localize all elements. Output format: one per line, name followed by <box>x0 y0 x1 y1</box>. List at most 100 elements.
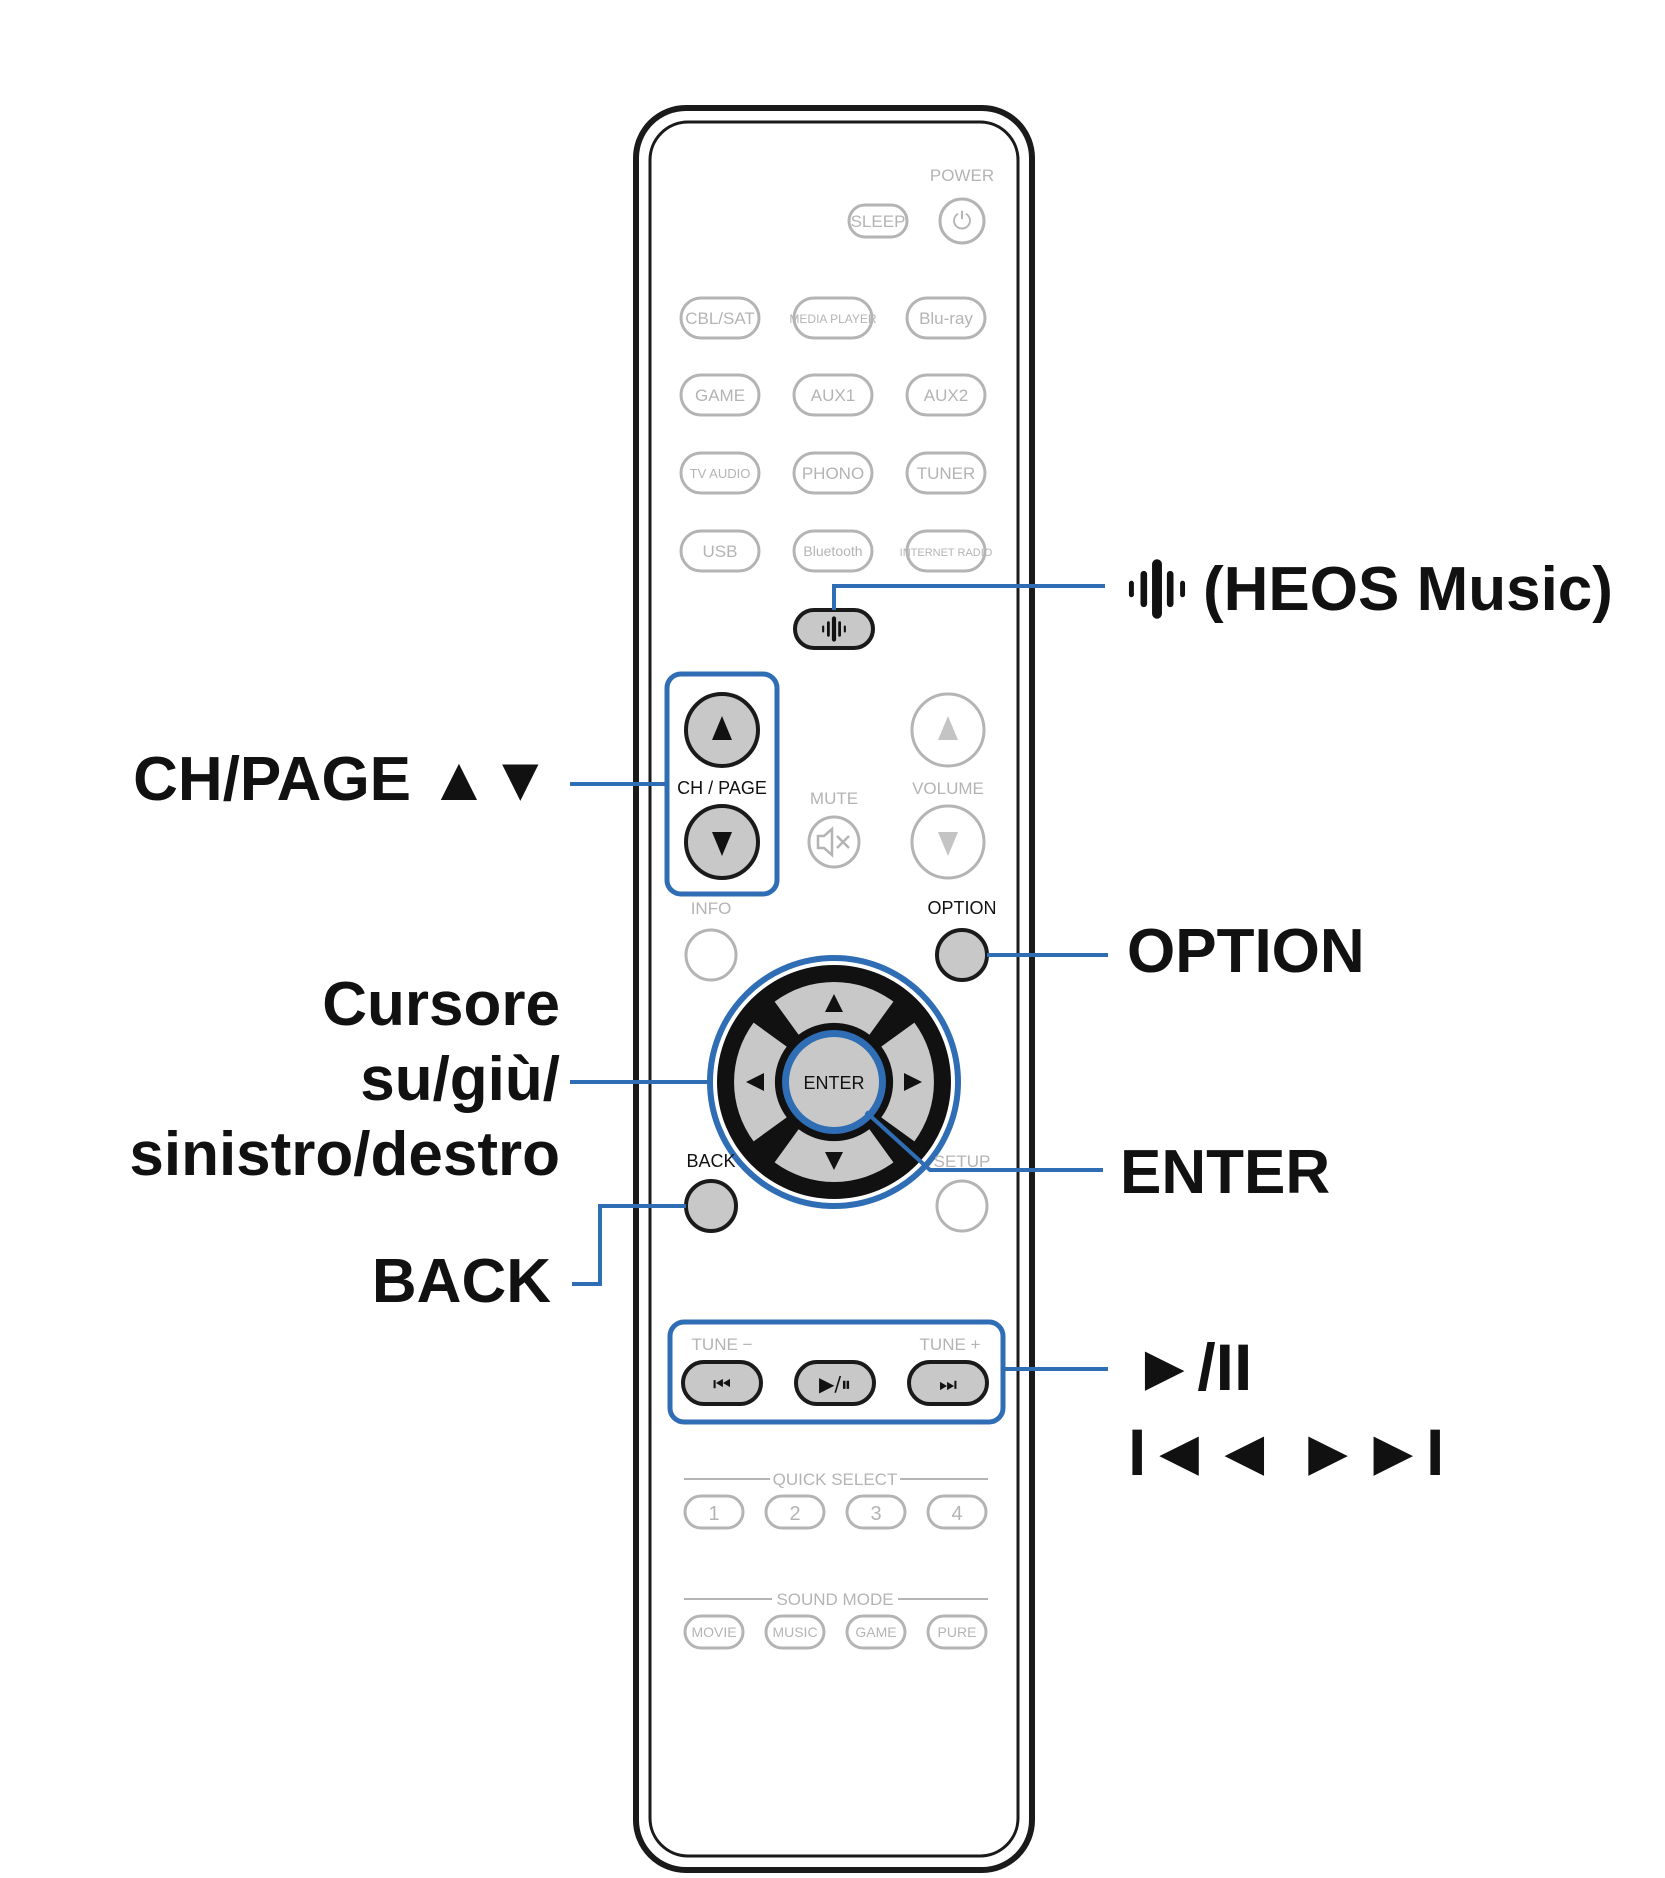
tune-minus-label: TUNE − <box>692 1335 753 1354</box>
arrow-right-icon <box>904 1073 922 1091</box>
sound-mode-header: SOUND MODE <box>684 1590 988 1609</box>
triangle-down-icon <box>712 832 732 856</box>
previous-icon: ⏮ <box>713 1372 731 1396</box>
power-button[interactable]: ⏻ <box>938 197 986 245</box>
ch-page-label: CH / PAGE <box>677 778 767 798</box>
heos-button[interactable] <box>793 608 875 650</box>
source-button-aux2[interactable]: AUX2 <box>905 373 987 417</box>
source-label: TUNER <box>917 464 976 483</box>
setup-label: SETUP <box>934 1152 991 1171</box>
info-label: INFO <box>691 899 732 918</box>
quick-select-header: QUICK SELECT <box>684 1470 988 1489</box>
quick-select-label: QUICK SELECT <box>773 1470 898 1489</box>
source-button-bluetooth[interactable]: Bluetooth <box>792 529 874 573</box>
quick-select-button-1[interactable]: 1 <box>683 1494 745 1530</box>
heos-leader <box>832 584 1105 610</box>
play-pause-icon: ▶/⏸ <box>819 1372 851 1396</box>
ch-page-down-button[interactable] <box>684 804 760 880</box>
power-icon: ⏻ <box>953 208 972 235</box>
mute-button[interactable] <box>807 815 861 869</box>
next-button[interactable]: ⏭ <box>907 1360 989 1406</box>
source-button-cbl-sat[interactable]: CBL/SAT <box>679 296 761 340</box>
quick-select-button-4[interactable]: 4 <box>926 1494 988 1530</box>
sound-mode-button-game[interactable]: GAME <box>845 1614 907 1650</box>
next-icon: ⏭ <box>939 1372 957 1396</box>
source-label: CBL/SAT <box>685 309 755 328</box>
ch-page-up-button[interactable] <box>684 692 760 768</box>
skip-callout: I◄◄ ►►I <box>1128 1415 1444 1489</box>
cursor-callout-line: Cursore <box>322 970 560 1039</box>
source-label: MEDIA PLAYER <box>789 312 876 326</box>
volume-label: VOLUME <box>912 779 984 798</box>
option-label: OPTION <box>927 898 996 918</box>
quick-select-number: 4 <box>951 1503 962 1525</box>
option-button[interactable] <box>935 928 989 982</box>
cursor-callout-line: su/giù/ <box>360 1045 560 1114</box>
quick-select-number: 2 <box>789 1503 800 1525</box>
back-leader <box>572 1204 686 1286</box>
enter-label: ENTER <box>803 1073 864 1093</box>
previous-button[interactable]: ⏮ <box>681 1360 763 1406</box>
sound-mode-button-movie[interactable]: MOVIE <box>683 1614 745 1650</box>
transport-highlight <box>667 1319 1006 1425</box>
option-callout: OPTION <box>1127 917 1365 986</box>
sleep-label: SLEEP <box>851 212 906 231</box>
play-pause-button[interactable]: ▶/⏸ <box>794 1360 876 1406</box>
arrow-down-icon <box>825 1152 843 1170</box>
quick-select-number: 3 <box>870 1503 881 1525</box>
source-button-usb[interactable]: USB <box>679 529 761 573</box>
source-button-game[interactable]: GAME <box>679 373 761 417</box>
arrow-up-icon <box>825 994 843 1012</box>
quick-select-button-2[interactable]: 2 <box>764 1494 826 1530</box>
info-button[interactable] <box>684 928 738 982</box>
source-button-phono[interactable]: PHONO <box>792 451 874 495</box>
sleep-button[interactable]: SLEEP <box>847 203 909 239</box>
source-button-media-player[interactable]: MEDIA PLAYER <box>789 296 877 340</box>
source-label: TV AUDIO <box>690 466 751 481</box>
ch-page-callout: CH/PAGE ▲▼ <box>133 745 551 814</box>
source-label: AUX2 <box>924 386 968 405</box>
triangle-up-icon <box>938 716 958 740</box>
heos-callout-text: (HEOS Music) <box>1203 555 1613 624</box>
power-label: POWER <box>930 166 994 185</box>
source-label: AUX1 <box>811 386 855 405</box>
sound-mode-label-text: GAME <box>855 1624 896 1640</box>
source-label: Bluetooth <box>803 543 862 559</box>
source-button-bluray[interactable]: Blu-ray <box>905 296 987 340</box>
enter-leader <box>864 1110 1103 1172</box>
source-label: Blu-ray <box>919 309 973 328</box>
source-button-tuner[interactable]: TUNER <box>905 451 987 495</box>
sound-mode-button-pure[interactable]: PURE <box>926 1614 988 1650</box>
cursor-callout: Cursore su/giù/ sinistro/destro <box>129 970 560 1189</box>
volume-up-button[interactable] <box>910 692 986 768</box>
volume-down-button[interactable] <box>910 804 986 880</box>
sound-mode-label-text: PURE <box>938 1624 977 1640</box>
leader-lines <box>570 584 1108 1371</box>
play-pause-callout: ►/II <box>1132 1330 1252 1404</box>
heos-icon <box>1128 559 1186 619</box>
sound-mode-button-music[interactable]: MUSIC <box>764 1614 826 1650</box>
enter-callout: ENTER <box>1120 1138 1330 1207</box>
back-label: BACK <box>686 1151 735 1171</box>
triangle-up-icon <box>712 716 732 740</box>
source-button-aux1[interactable]: AUX1 <box>792 373 874 417</box>
triangle-down-icon <box>938 832 958 856</box>
source-button-tv-audio[interactable]: TV AUDIO <box>679 451 761 495</box>
source-label: PHONO <box>802 464 864 483</box>
source-button-internet-radio[interactable]: INTERNET RADIO <box>900 529 993 573</box>
back-button[interactable] <box>684 1179 738 1233</box>
sound-mode-label: SOUND MODE <box>776 1590 893 1609</box>
sound-mode-label-text: MUSIC <box>772 1624 817 1640</box>
arrow-left-icon <box>746 1073 764 1091</box>
cursor-callout-line: sinistro/destro <box>129 1120 560 1189</box>
setup-button[interactable] <box>935 1179 989 1233</box>
mute-icon <box>816 826 850 858</box>
tune-plus-label: TUNE + <box>920 1335 981 1354</box>
heos-callout: (HEOS Music) <box>1128 555 1613 624</box>
cursor-pad: ENTER <box>707 955 961 1209</box>
enter-button[interactable]: ENTER <box>782 1030 886 1134</box>
source-label: INTERNET RADIO <box>900 547 993 559</box>
quick-select-button-3[interactable]: 3 <box>845 1494 907 1530</box>
back-callout: BACK <box>372 1247 551 1316</box>
